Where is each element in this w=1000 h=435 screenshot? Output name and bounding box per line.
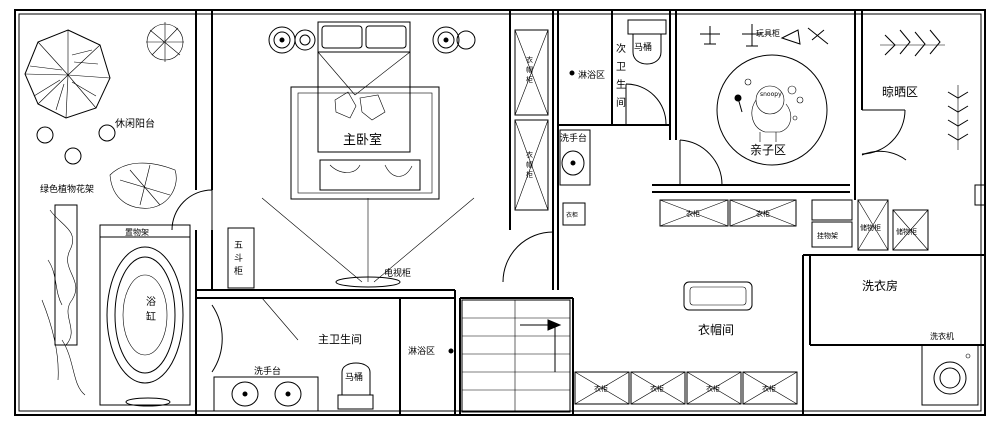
wardrobe-label: 衣柜 xyxy=(594,384,608,393)
walk-in-closet: 衣柜 衣柜 衣帽间 衣柜 衣柜 衣柜 衣柜 xyxy=(574,199,798,405)
secondary-bathroom: 淋浴区 次 卫 生 间 马桶 洗手台 衣柜 xyxy=(559,19,667,226)
wardrobe-label: 帽 xyxy=(526,160,533,169)
shower-upper-label: 淋浴区 xyxy=(578,69,605,81)
leisure-balcony: 休闲阳台 绿色植物花架 置物架 浴 缸 xyxy=(24,22,191,407)
toy-icon xyxy=(742,24,762,47)
room-label-secondary-bathroom: 次 xyxy=(616,42,626,55)
toy-icon xyxy=(780,29,801,45)
washbasin-icon xyxy=(561,150,585,176)
staircase xyxy=(461,299,571,413)
storage-label: 储物柜 xyxy=(896,227,917,236)
wardrobe-label: 帽 xyxy=(526,65,533,74)
chest-label: 斗 xyxy=(234,253,243,264)
bathtub-label: 浴 xyxy=(146,296,156,308)
storage-label: 储物柜 xyxy=(860,223,881,232)
toy-icon xyxy=(807,27,829,45)
wardrobe-label: 柜 xyxy=(526,75,533,84)
toilet-upper-label: 马桶 xyxy=(634,41,652,53)
wardrobe-label: 衣柜 xyxy=(706,384,720,393)
round-seat xyxy=(64,147,82,165)
room-label-parent-child-area: 亲子区 xyxy=(750,143,786,157)
toy-icon xyxy=(700,26,720,45)
toilet-icon xyxy=(337,362,374,410)
washing-machine-label: 洗衣机 xyxy=(930,331,954,341)
washbasin-icon xyxy=(274,381,302,407)
bathtub-shelf-label: 置物架 xyxy=(125,227,149,237)
lamp-icon xyxy=(432,26,460,54)
umbrella-icon xyxy=(24,29,111,119)
room-label-laundry-room: 洗衣房 xyxy=(862,278,898,293)
room-label-drying-area: 晾晒区 xyxy=(882,84,918,99)
wardrobe-label: 衣柜 xyxy=(650,384,664,393)
bathtub: 置物架 浴 缸 xyxy=(99,224,191,407)
plant-rack xyxy=(41,204,86,396)
wardrobe-label: 衣柜 xyxy=(762,384,776,393)
snoopy-drawing: snoopy xyxy=(734,78,804,142)
washbasin-lower-label: 洗手台 xyxy=(254,365,281,377)
lamp-icon xyxy=(456,30,476,50)
wardrobe-label: 衣 xyxy=(526,150,533,159)
svg-text:snoopy: snoopy xyxy=(760,91,782,98)
interior-walls xyxy=(195,10,986,415)
plant-icon xyxy=(109,162,177,209)
laundry-room: 挂物架 储物柜 储物柜 洗衣房 洗衣机 xyxy=(811,199,979,406)
chest-label: 五 xyxy=(234,241,243,251)
lower-wardrobes: 衣柜 衣柜 衣柜 衣柜 xyxy=(574,371,798,405)
round-seat xyxy=(36,126,54,144)
toilet-lower-label: 马桶 xyxy=(345,371,363,383)
wardrobe-label: 衣柜 xyxy=(756,209,770,218)
toilet-icon xyxy=(627,19,667,65)
parent-child-area: 玩具柜 snoopy 亲子区 xyxy=(679,24,829,186)
wardrobe-label: 衣柜 xyxy=(686,209,700,218)
room-label-master-bedroom: 主卧室 xyxy=(343,132,382,148)
room-label-secondary-bathroom: 生 xyxy=(616,78,626,91)
room-label-secondary-bathroom: 卫 xyxy=(616,62,626,73)
leaf-column xyxy=(947,85,969,150)
master-bathroom: 主卫生间 洗手台 马桶 淋浴区 xyxy=(211,297,454,412)
outer-walls xyxy=(14,9,986,416)
washbasin-icon xyxy=(231,381,259,407)
room-label-walk-in-closet: 衣帽间 xyxy=(698,322,734,337)
lamp-icon xyxy=(268,26,296,54)
cabinet-label: 衣柜 xyxy=(566,211,578,219)
washbasin-upper-label: 洗手台 xyxy=(560,132,587,144)
toy-cabinet-label: 玩具柜 xyxy=(756,28,780,38)
wardrobe-label: 衣 xyxy=(526,55,533,64)
drying-area: 晾晒区 xyxy=(861,29,969,161)
tv-cabinet-label: 电视柜 xyxy=(384,267,411,279)
clothes-rack-label: 挂物架 xyxy=(817,231,838,240)
master-bedroom: 主卧室 电视柜 五 斗 柜 xyxy=(171,21,554,289)
wardrobe-column: 衣 帽 柜 衣 帽 柜 xyxy=(514,29,549,211)
bathtub-label: 缸 xyxy=(146,310,156,323)
lamp-icon xyxy=(294,29,316,51)
room-label-secondary-bathroom: 间 xyxy=(616,96,626,109)
room-label-plant-rack: 绿色植物花架 xyxy=(40,183,94,195)
wardrobe-label: 柜 xyxy=(526,170,533,179)
leaf-row xyxy=(880,29,945,57)
room-label-leisure-balcony: 休闲阳台 xyxy=(115,117,155,130)
room-label-master-bathroom: 主卫生间 xyxy=(318,332,362,346)
plant-icon xyxy=(146,22,184,62)
shower-lower-label: 淋浴区 xyxy=(408,345,435,357)
chest-label: 柜 xyxy=(234,265,243,277)
round-seat xyxy=(98,124,116,142)
